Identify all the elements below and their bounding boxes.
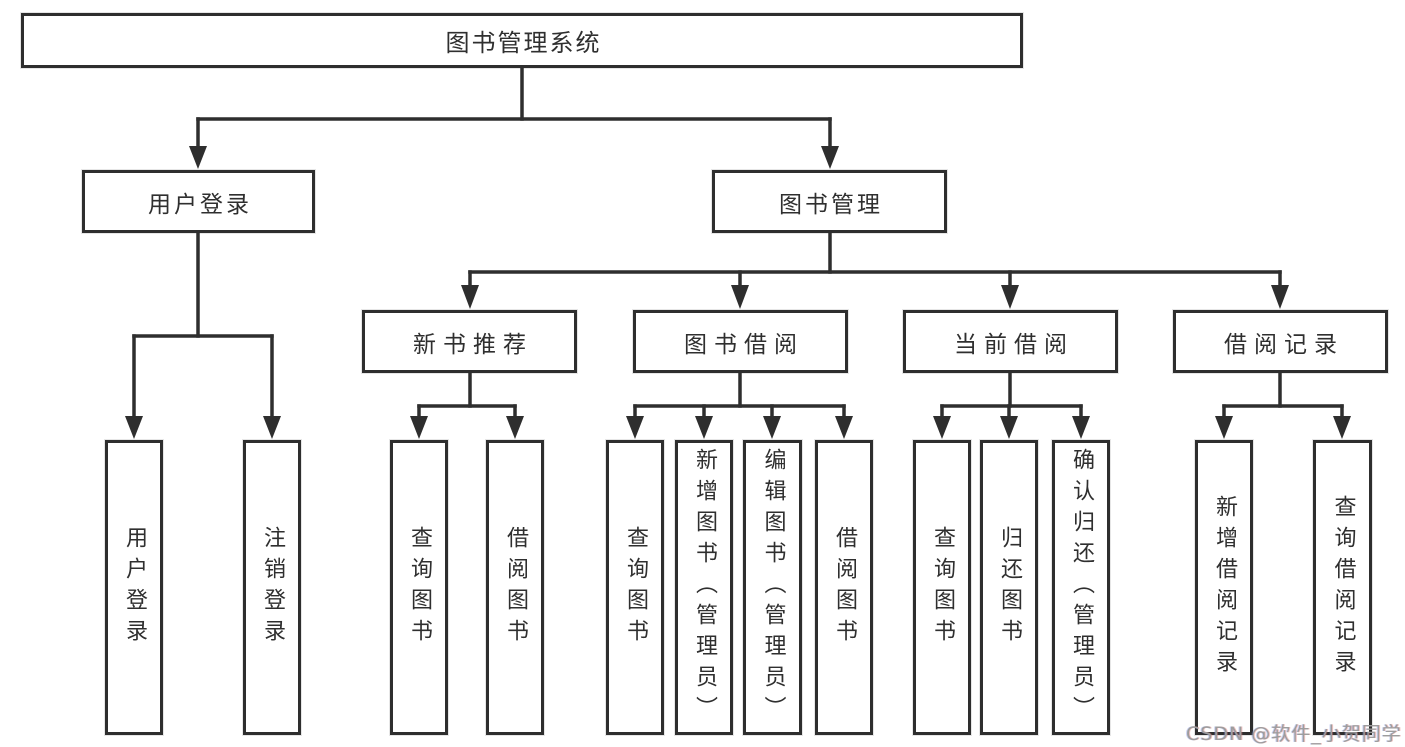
leaf-add-borrow-record-label: 新增借阅记录 <box>1212 494 1237 681</box>
connector-new-book-children <box>410 370 524 439</box>
leaf-add-borrow-record: 新增借阅记录 <box>1195 440 1253 735</box>
leaf-add-books-admin: 新增图书（管理员） <box>675 440 733 735</box>
node-book-borrow: 图书借阅 <box>633 310 848 373</box>
node-borrow-records: 借阅记录 <box>1173 310 1388 373</box>
leaf-edit-books-admin: 编辑图书（管理员） <box>743 440 802 735</box>
leaf-add-books-admin-label: 新增图书（管理员） <box>692 448 717 727</box>
connector-root-to-level2 <box>189 65 839 169</box>
leaf-confirm-return-admin: 确认归还（管理员） <box>1052 440 1110 735</box>
leaf-query-books-current-label: 查询图书 <box>930 525 955 650</box>
leaf-query-borrow-record: 查询借阅记录 <box>1313 440 1372 735</box>
leaf-borrow-books-recommend: 借阅图书 <box>486 440 544 735</box>
leaf-query-borrow-record-label: 查询借阅记录 <box>1330 494 1356 681</box>
connector-borrow-records-children <box>1215 370 1351 439</box>
connector-user-login-children <box>125 230 281 439</box>
leaf-user-login: 用户登录 <box>105 440 163 735</box>
node-system-root: 图书管理系统 <box>21 13 1023 68</box>
leaf-edit-books-admin-label: 编辑图书（管理员） <box>760 448 786 727</box>
connector-current-borrow-children <box>933 370 1090 439</box>
leaf-user-login-label: 用户登录 <box>122 525 147 650</box>
leaf-query-books-recommend-label: 查询图书 <box>407 525 432 650</box>
leaf-borrow-books: 借阅图书 <box>815 440 873 735</box>
node-user-login: 用户登录 <box>82 170 315 233</box>
leaf-borrow-books-recommend-label: 借阅图书 <box>503 525 528 650</box>
node-new-book-recommend: 新书推荐 <box>362 310 577 373</box>
leaf-borrow-books-label: 借阅图书 <box>832 525 857 650</box>
connector-book-borrow-children <box>626 370 853 439</box>
leaf-query-books-borrow-label: 查询图书 <box>623 525 648 650</box>
csdn-watermark: CSDN @软件_小贺同学 <box>1186 723 1402 745</box>
leaf-confirm-return-admin-label: 确认归还（管理员） <box>1069 448 1094 727</box>
connector-book-mgmt-children <box>461 230 1289 309</box>
leaf-query-books-recommend: 查询图书 <box>390 440 448 735</box>
node-new-book-recommend-label: 新书推荐 <box>413 331 533 358</box>
leaf-return-books: 归还图书 <box>980 440 1038 735</box>
node-book-management-label: 图书管理 <box>779 191 883 218</box>
node-user-login-label: 用户登录 <box>148 191 252 218</box>
node-borrow-records-label: 借阅记录 <box>1224 331 1344 358</box>
leaf-query-books-borrow: 查询图书 <box>606 440 664 735</box>
node-current-borrow: 当前借阅 <box>903 310 1118 373</box>
node-book-borrow-label: 图书借阅 <box>684 331 804 358</box>
node-book-management: 图书管理 <box>712 170 947 233</box>
node-current-borrow-label: 当前借阅 <box>954 331 1074 358</box>
node-system-root-label: 图书管理系统 <box>445 29 602 57</box>
leaf-query-books-current: 查询图书 <box>913 440 971 735</box>
leaf-logout: 注销登录 <box>243 440 301 735</box>
leaf-return-books-label: 归还图书 <box>997 525 1022 650</box>
leaf-logout-label: 注销登录 <box>260 525 285 650</box>
